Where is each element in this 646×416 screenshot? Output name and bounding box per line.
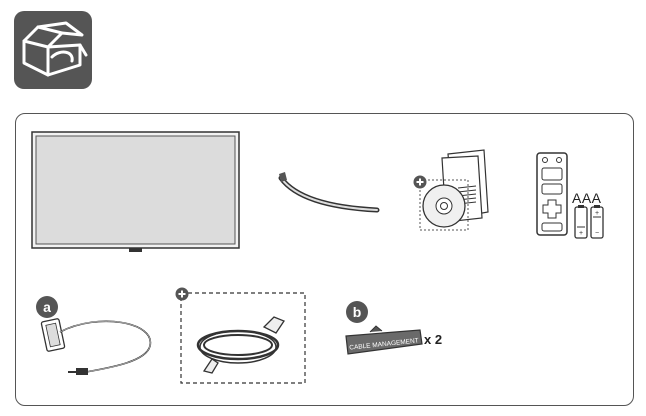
tv-illustration	[31, 131, 240, 252]
cable-holder-illustration: CABLE MANAGEMENT	[345, 325, 423, 355]
manuals-cd-illustration	[413, 149, 489, 231]
svg-text:+: +	[579, 230, 583, 237]
svg-text:+: +	[595, 210, 599, 217]
stand-illustration	[278, 172, 380, 213]
batteries-illustration: + + −	[574, 205, 604, 239]
remote-illustration	[536, 152, 568, 236]
svg-text:−: −	[595, 230, 599, 237]
power-cord-illustration	[175, 287, 306, 384]
rs232c-cable-illustration	[40, 318, 152, 375]
accessories-panel	[15, 113, 634, 406]
batteries-label: AAA	[572, 190, 602, 206]
cable-holder-quantity: x 2	[424, 332, 443, 347]
unboxing-icon	[14, 11, 92, 89]
badge-b: b	[346, 301, 368, 323]
badge-a: a	[36, 296, 58, 318]
